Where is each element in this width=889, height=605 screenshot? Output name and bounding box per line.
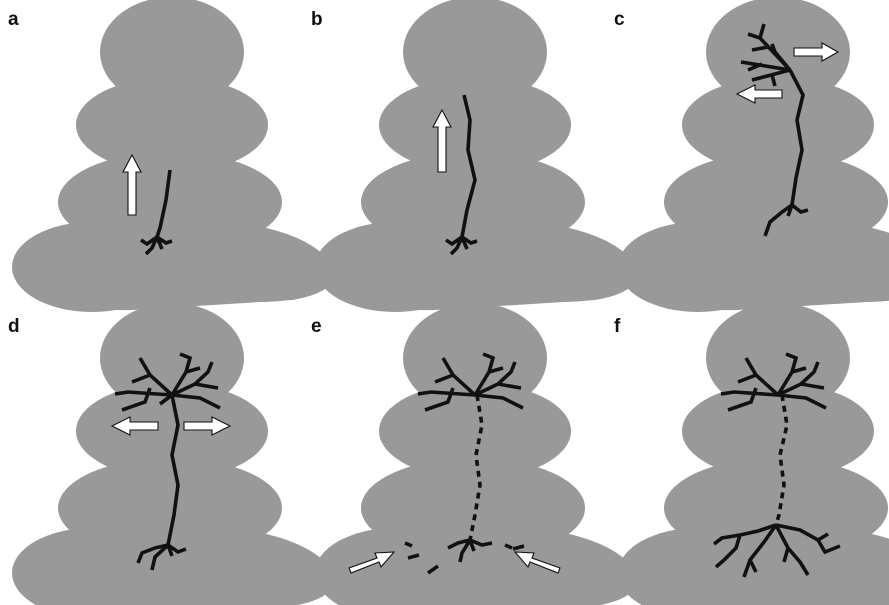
panel-c: c — [614, 0, 889, 312]
blob-a — [12, 0, 335, 312]
panel-label-e: e — [311, 316, 322, 337]
panel-label-b: b — [311, 9, 323, 30]
panel-d: d — [8, 303, 335, 605]
panel-b: b — [311, 0, 638, 312]
panel-f: f — [614, 303, 889, 605]
panel-e: e — [311, 303, 638, 605]
blob-f — [618, 303, 889, 605]
blob-b — [315, 0, 638, 312]
panel-label-f: f — [614, 316, 621, 337]
blob-c — [618, 0, 889, 312]
panel-label-c: c — [614, 9, 625, 30]
panel-a: a — [8, 0, 335, 312]
panel-label-a: a — [8, 9, 19, 30]
panel-label-d: d — [8, 316, 20, 337]
